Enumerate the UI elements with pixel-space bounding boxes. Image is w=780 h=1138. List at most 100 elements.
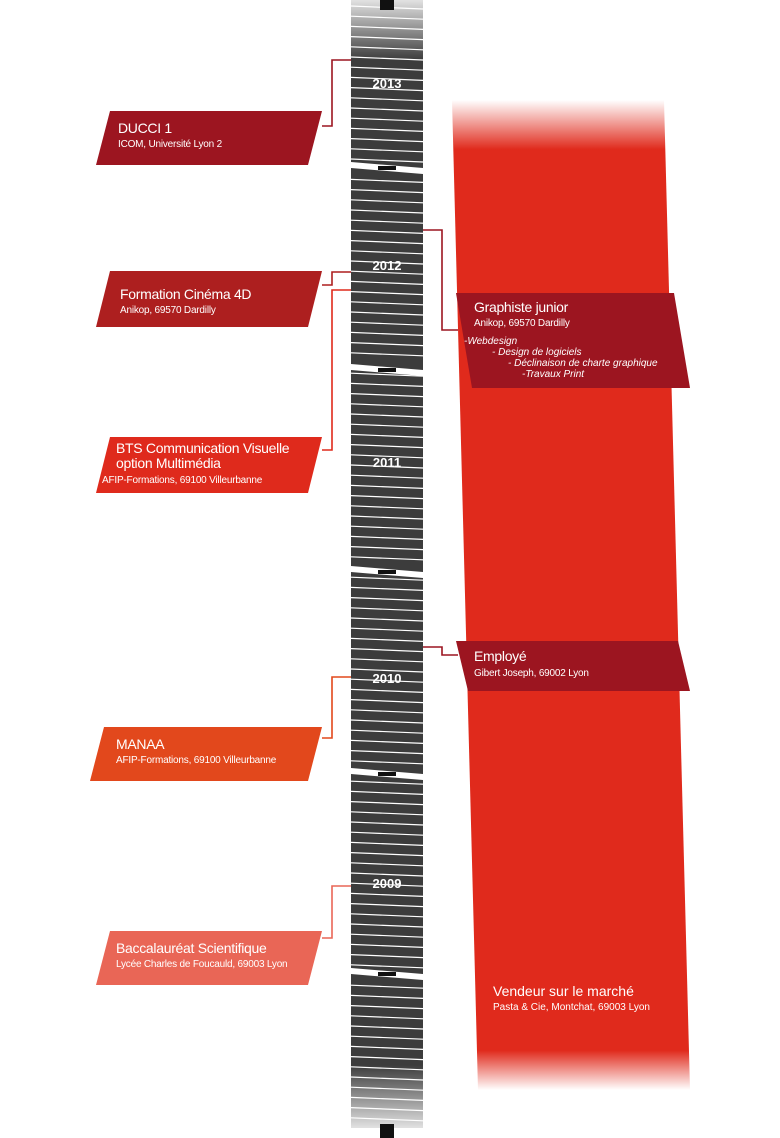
ducci-connector (322, 59, 351, 127)
spine-stripe (350, 943, 424, 948)
spine-stripe (350, 260, 424, 265)
spine-stripe (350, 484, 424, 489)
spine-stripe (350, 515, 424, 520)
card-title: Employé (474, 648, 527, 664)
year-gap-core (378, 772, 396, 776)
card-title: Vendeur sur le marché (493, 983, 634, 999)
spine-stripe (350, 107, 424, 112)
spine-stripe (350, 250, 424, 255)
card-subtitle: AFIP-Formations, 69100 Villeurbanne (116, 755, 277, 766)
spine-stripe (350, 382, 424, 387)
job-vendeur: Vendeur sur le marché Pasta & Cie, Montc… (493, 983, 650, 1015)
spine-stripe (350, 240, 424, 245)
spine-stripe (350, 1045, 424, 1050)
spine-stripe (350, 403, 424, 408)
spine-stripe (350, 546, 424, 551)
spine-stripe (350, 994, 424, 999)
spine-stripe (350, 117, 424, 122)
card-shape (90, 727, 322, 781)
task-item: -Travaux Print (522, 369, 585, 380)
year-label-2012: 2012 (372, 258, 402, 273)
spine-stripe (350, 658, 424, 663)
spine-stripe (350, 637, 424, 642)
year-label-2013: 2013 (372, 76, 402, 91)
spine-stripe (350, 913, 424, 918)
card-shape (96, 437, 322, 493)
spine-stripe (350, 342, 424, 347)
spine-stripe (350, 535, 424, 540)
spine-stripe (350, 1005, 424, 1010)
card-subtitle: Anikop, 69570 Dardilly (120, 305, 216, 316)
task-item: - Déclinaison de charte graphique (508, 358, 658, 369)
card-shape (96, 271, 322, 327)
spine-stripe (350, 66, 424, 71)
spine-stripe (350, 127, 424, 132)
timeline-spine (350, 0, 424, 1138)
card-shape (456, 641, 690, 691)
card-subtitle: Gibert Joseph, 69002 Lyon (474, 668, 589, 679)
spine-stripe (350, 148, 424, 153)
spine-stripe (350, 474, 424, 479)
spine-stripe (350, 678, 424, 683)
spine-stripe (350, 586, 424, 591)
spine-stripe (350, 760, 424, 765)
spine-stripe (350, 739, 424, 744)
graphiste-connector (423, 229, 458, 331)
job-card-graphiste: Graphiste junior Anikop, 69570 Dardilly … (456, 293, 690, 388)
spine-stripe (350, 750, 424, 755)
spine-stripe (350, 607, 424, 612)
card-title: Formation Cinéma 4D (120, 286, 252, 302)
card-shape (96, 931, 322, 985)
task-item: -Webdesign (464, 336, 518, 347)
spine-stripe (350, 688, 424, 693)
card-shape (456, 293, 690, 388)
spine-stripe (350, 291, 424, 296)
spine-stripe (350, 138, 424, 143)
spine-stripe (350, 699, 424, 704)
card-subtitle: Anikop, 69570 Dardilly (474, 318, 570, 329)
education-card-bts: BTS Communication Visuelle option Multim… (96, 437, 322, 493)
spine-stripe (350, 423, 424, 428)
education-card-bac: Baccalauréat Scientifique Lycée Charles … (96, 931, 322, 985)
spine-stripe (350, 627, 424, 632)
spine-stripe (350, 413, 424, 418)
card-title: Graphiste junior (474, 299, 569, 315)
spine-stripe (350, 954, 424, 959)
spine-stripe (350, 97, 424, 102)
spine-stripe (350, 87, 424, 92)
spine-stripe (350, 821, 424, 826)
spine-stripe (350, 219, 424, 224)
spine-stripe (350, 648, 424, 653)
year-label-2010: 2010 (372, 671, 402, 686)
spine-stripe (350, 872, 424, 877)
year-gap-core (378, 570, 396, 574)
spine-stripe (350, 209, 424, 214)
spine-stripe (350, 933, 424, 938)
spine-stripe (350, 964, 424, 969)
spine-stripe (350, 178, 424, 183)
year-label-2011: 2011 (372, 455, 402, 470)
spine-stripe (350, 862, 424, 867)
spine-stripe (350, 1025, 424, 1030)
year-label-2009: 2009 (372, 876, 402, 891)
spine-stripe (350, 525, 424, 530)
spine-stripe (350, 301, 424, 306)
spine-stripe (350, 495, 424, 500)
card-title: MANAA (116, 736, 165, 752)
spine-stripe (350, 372, 424, 377)
task-item: - Design de logiciels (492, 347, 582, 358)
employe-connector (423, 646, 458, 656)
manaa-connector (322, 676, 351, 739)
spine-stripe (350, 454, 424, 459)
spine-stripe (350, 729, 424, 734)
spine-stripe (350, 331, 424, 336)
spine-stripe (350, 393, 424, 398)
job-card-employe: Employé Gibert Joseph, 69002 Lyon (456, 641, 690, 691)
spine-stripe (350, 780, 424, 785)
spine-stripe (350, 597, 424, 602)
spine-stripe (350, 1056, 424, 1061)
spine-stripe (350, 189, 424, 194)
card-title-line2: option Multimédia (116, 455, 221, 471)
spine-stripe (350, 229, 424, 234)
spine-stripe (350, 831, 424, 836)
